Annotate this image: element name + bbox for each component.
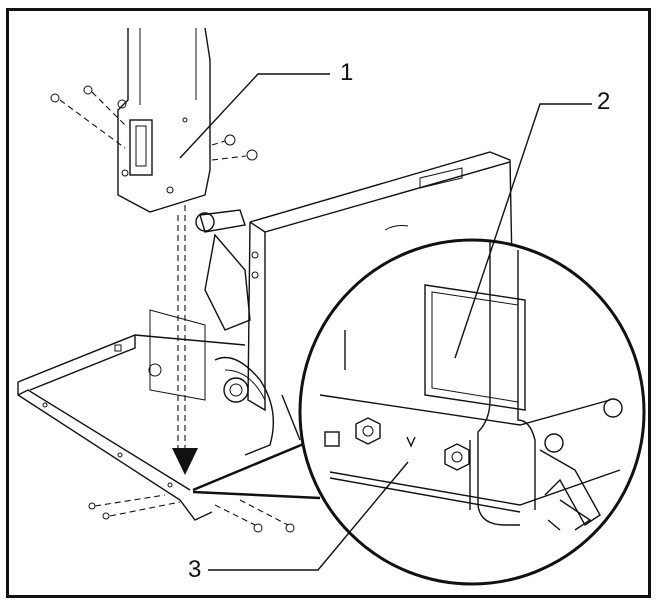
base-fasteners [88, 494, 295, 533]
detail-magnifier [192, 238, 646, 586]
column-fasteners [50, 85, 258, 161]
detail-contents [319, 240, 623, 531]
base-tray [17, 309, 246, 521]
alignment-arrow [172, 205, 198, 475]
column-part [117, 27, 211, 213]
leader-lines [179, 73, 592, 571]
motor-housing [195, 151, 513, 412]
callout-3-label: 3 [188, 556, 202, 583]
callout-2-label: 2 [597, 88, 611, 115]
callout-1-label: 1 [340, 59, 354, 86]
adjustment-wheel [214, 356, 301, 456]
